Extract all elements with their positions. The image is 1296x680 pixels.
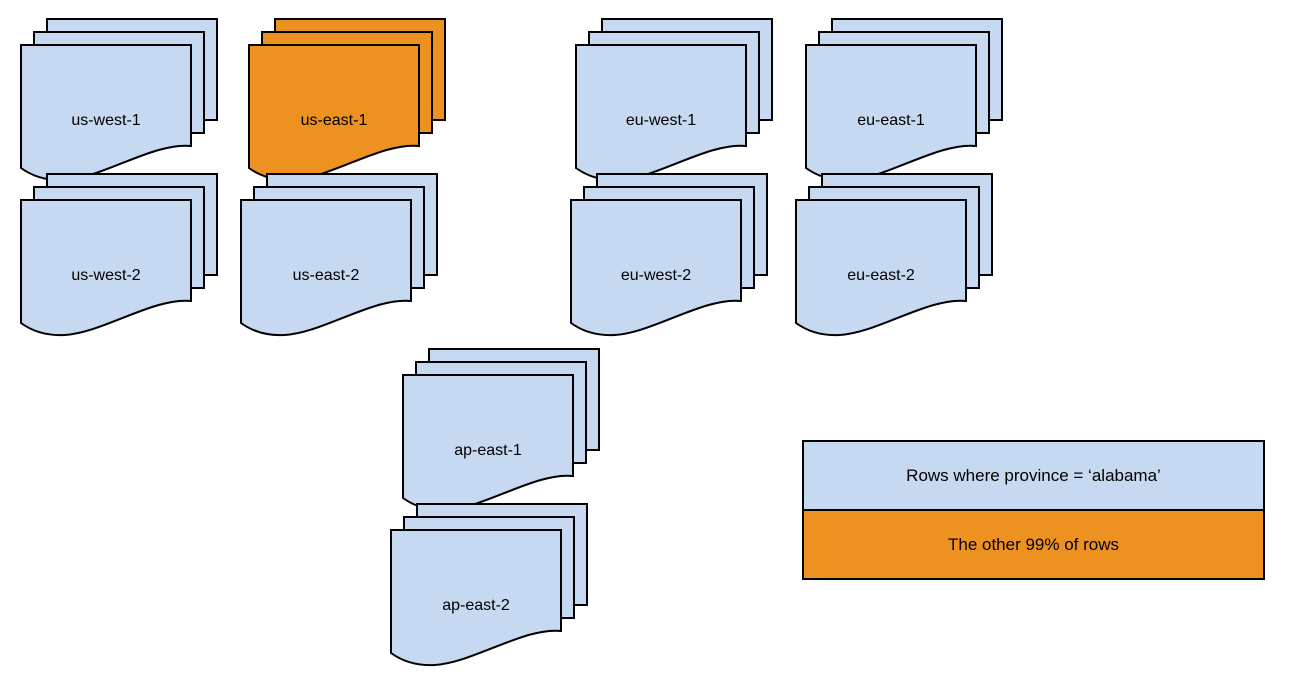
- region-card-front-us-east-1: [248, 44, 420, 182]
- region-card-front-eu-west-1: [575, 44, 747, 182]
- region-stack-us-east-1[interactable]: us-east-1: [248, 18, 450, 188]
- region-card-front-eu-west-2: [570, 199, 742, 337]
- region-stack-eu-west-1[interactable]: eu-west-1: [575, 18, 777, 188]
- region-stack-us-west-1[interactable]: us-west-1: [20, 18, 222, 188]
- region-card-front-ap-east-2: [390, 529, 562, 667]
- region-stack-ap-east-2[interactable]: ap-east-2: [390, 503, 592, 673]
- region-stack-eu-east-2[interactable]: eu-east-2: [795, 173, 997, 343]
- region-stack-eu-west-2[interactable]: eu-west-2: [570, 173, 772, 343]
- legend-rows-alabama-text: Rows where province = ‘alabama’: [906, 465, 1161, 485]
- legend-rows-alabama: Rows where province = ‘alabama’: [804, 442, 1263, 509]
- region-stack-us-west-2[interactable]: us-west-2: [20, 173, 222, 343]
- legend-rows-other-text: The other 99% of rows: [947, 534, 1120, 554]
- region-card-front-ap-east-1: [402, 374, 574, 512]
- region-stack-eu-east-1[interactable]: eu-east-1: [805, 18, 1007, 188]
- legend-rows-other: The other 99% of rows: [804, 509, 1263, 578]
- region-stack-ap-east-1[interactable]: ap-east-1: [402, 348, 604, 518]
- region-card-front-us-west-1: [20, 44, 192, 182]
- region-card-front-eu-east-1: [805, 44, 977, 182]
- region-stack-us-east-2[interactable]: us-east-2: [240, 173, 442, 343]
- legend: Rows where province = ‘alabama’ The other…: [802, 440, 1265, 580]
- region-card-front-eu-east-2: [795, 199, 967, 337]
- region-card-front-us-west-2: [20, 199, 192, 337]
- region-card-front-us-east-2: [240, 199, 412, 337]
